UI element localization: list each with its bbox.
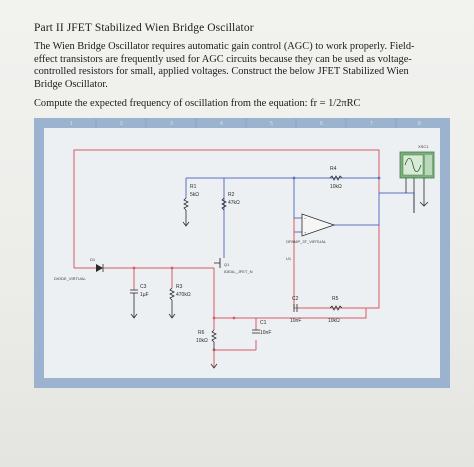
wien-bridge-schematic: 1 2 3 4 5 6 7 8 <box>34 118 450 388</box>
capacitor-c1: C1 10nF <box>252 320 271 336</box>
svg-text:−: − <box>304 216 307 221</box>
r2-resistor: R2 47kΩ <box>221 192 240 211</box>
capacitor-c2: C2 10nF <box>290 296 301 324</box>
frequency-prompt: Compute the expected frequency of oscill… <box>34 98 361 109</box>
schematic-sheet <box>44 128 440 378</box>
r4-value: 10kΩ <box>330 184 342 190</box>
ruler-number: 5 <box>270 121 273 127</box>
bottom-ruler <box>34 378 450 388</box>
r3-ref: R3 <box>176 284 183 290</box>
r5-resistor: R5 10kΩ <box>328 296 343 324</box>
r1-ref: R1 <box>190 184 197 190</box>
d1-model: DIODE_VIRTUAL <box>54 276 86 281</box>
intro-paragraph: The Wien Bridge Oscillator requires auto… <box>34 41 415 90</box>
svg-text:+: + <box>304 230 307 235</box>
r6-value: 10kΩ <box>196 338 208 344</box>
output-wire <box>334 192 406 226</box>
left-ruler <box>34 128 44 378</box>
feedback-loop-wire <box>73 149 380 309</box>
junctions <box>132 266 236 352</box>
ruler-number: 2 <box>120 121 123 127</box>
jfet-q1: Q1 IDEAL_JFET_N <box>214 258 253 274</box>
ruler-number: 7 <box>370 121 373 127</box>
top-ruler <box>34 118 450 128</box>
r2-ref: R2 <box>228 192 235 198</box>
r5-ref: R5 <box>332 296 339 302</box>
c2-ref: C2 <box>292 296 299 302</box>
r3-resistor: R3 470kΩ <box>168 284 191 319</box>
opamp-u1: − + OPAMP_3T_VIRTUAL U1 <box>286 213 336 261</box>
r5-value: 10kΩ <box>328 318 340 324</box>
r6-resistor: R6 10kΩ <box>196 329 217 350</box>
r4-resistor: R4 10kΩ <box>329 166 343 190</box>
r1-value: 5kΩ <box>190 192 199 198</box>
c1-value: 10nF <box>260 330 271 336</box>
section-heading: Part II JFET Stabilized Wien Bridge Osci… <box>34 22 254 34</box>
c3-value: 1µF <box>140 292 149 298</box>
u1-model: OPAMP_3T_VIRTUAL <box>286 239 327 244</box>
u1-ref: U1 <box>286 256 292 261</box>
ruler-number: 8 <box>418 121 421 127</box>
right-ruler <box>440 128 450 378</box>
c1-ref: C1 <box>260 320 267 326</box>
c3-ref: C3 <box>140 284 147 290</box>
r1-resistor: R1 5kΩ <box>182 184 199 227</box>
r3-value: 470kΩ <box>176 292 191 298</box>
schematic-figure: 1 2 3 4 5 6 7 8 <box>34 118 450 388</box>
ground-symbol <box>210 363 218 369</box>
r6-ref: R6 <box>198 330 205 336</box>
ruler-number: 3 <box>170 121 173 127</box>
ruler-number: 4 <box>220 121 223 127</box>
q1-ref: Q1 <box>224 262 230 267</box>
diode-d1: D1 DIODE_VIRTUAL <box>54 257 104 281</box>
c2-value: 10nF <box>290 318 301 324</box>
ruler-number: 6 <box>320 121 323 127</box>
capacitor-c3: C3 1µF <box>130 284 149 319</box>
oscilloscope-xsc1: XSC1 <box>399 144 435 213</box>
d1-ref: D1 <box>90 257 96 262</box>
ruler-ticks <box>95 118 397 128</box>
ruler-number: 1 <box>70 121 73 127</box>
blue-junctions <box>292 176 381 180</box>
xsc1-ref: XSC1 <box>418 144 429 149</box>
r2-value: 47kΩ <box>228 200 240 206</box>
scope-wave-icon <box>404 157 422 173</box>
ruler-numbers: 1 2 3 4 5 6 7 8 <box>70 121 421 127</box>
r4-ref: R4 <box>330 166 337 172</box>
q1-model: IDEAL_JFET_N <box>224 269 253 274</box>
